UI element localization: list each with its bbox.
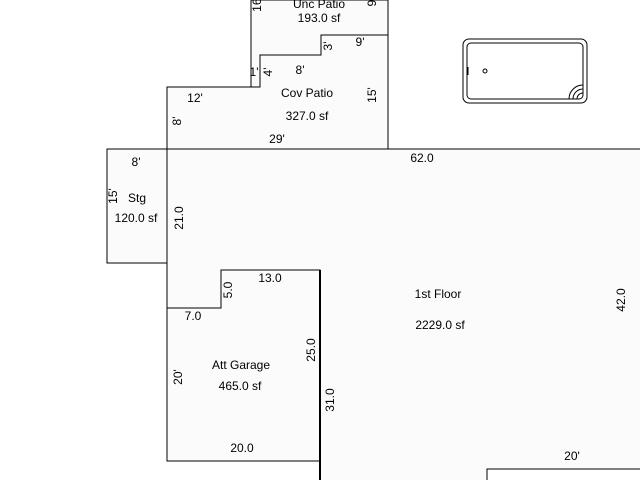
dim-5: 5.0	[221, 281, 235, 298]
dim-4: 4'	[261, 68, 275, 77]
dim-8-step: 8'	[296, 63, 305, 77]
dim-31: 31.0	[323, 388, 337, 412]
dim-3: 3'	[321, 42, 335, 51]
dim-20-right: 20'	[564, 449, 580, 463]
dim-42: 42.0	[614, 288, 628, 312]
cov-patio-area: 327.0 sf	[286, 109, 329, 123]
dim-9: 9'	[356, 35, 365, 49]
dim-9-unc-top: 9'	[365, 0, 379, 6]
unc-patio-area: 193.0 sf	[298, 11, 341, 25]
dim-20-garage: 20'	[171, 369, 185, 385]
dim-stg-15: 15'	[106, 188, 120, 204]
dim-62: 62.0	[410, 151, 434, 165]
dim-16-unc: 16'	[250, 0, 264, 12]
storage-name: Stg	[128, 191, 146, 205]
first-floor-area: 2229.0 sf	[415, 318, 465, 332]
dim-stg-8: 8'	[132, 155, 141, 169]
pool-symbol	[462, 38, 588, 104]
storage-area: 120.0 sf	[115, 211, 158, 225]
dim-25: 25.0	[304, 338, 318, 362]
dim-15-cov: 15'	[365, 87, 379, 103]
dim-20-bottom: 20.0	[230, 441, 254, 455]
first-floor-name: 1st Floor	[415, 287, 462, 301]
dim-7: 7.0	[185, 309, 202, 323]
storage-outline[interactable]	[106, 148, 168, 264]
cov-patio-name: Cov Patio	[281, 86, 333, 100]
dim-12: 12'	[187, 91, 203, 105]
dim-21: 21.0	[172, 206, 186, 230]
dim-8-left: 8'	[170, 117, 184, 126]
dim-1: 1'	[250, 65, 259, 79]
garage-name: Att Garage	[212, 358, 270, 372]
dim-13: 13.0	[258, 271, 282, 285]
unc-patio-name: Unc Patio	[293, 0, 345, 11]
garage-area: 465.0 sf	[219, 379, 262, 393]
dim-29: 29'	[269, 132, 285, 146]
